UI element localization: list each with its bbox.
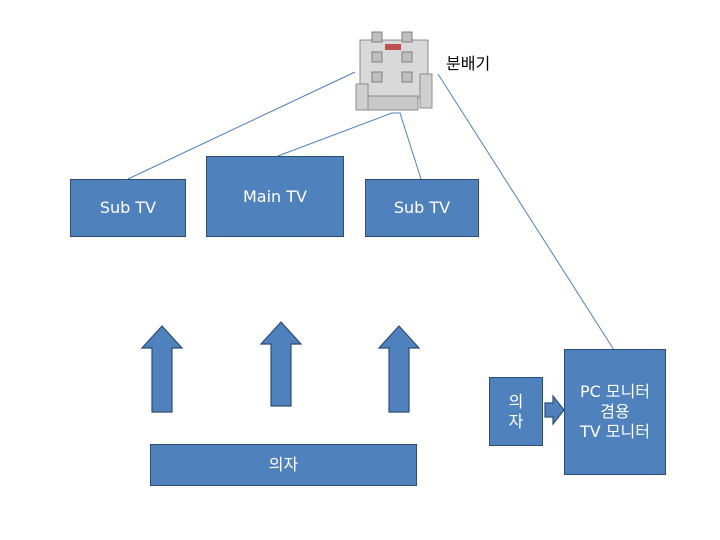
- sub-tv-left: Sub TV: [70, 179, 186, 237]
- monitor-label-line2: 겸용: [600, 402, 630, 421]
- cable-to-sub-tv-left: [127, 71, 356, 180]
- main-tv-label: Main TV: [243, 187, 307, 206]
- chair-side-label-line1: 의: [508, 391, 524, 411]
- sub-tv-left-label: Sub TV: [99, 198, 157, 217]
- arrow-up-center-icon: [259, 321, 303, 407]
- chair-main-label: 의자: [268, 455, 299, 474]
- splitter-label: 분배기: [446, 54, 491, 73]
- sub-tv-right-label: Sub TV: [393, 198, 451, 217]
- main-tv: Main TV: [206, 156, 344, 237]
- arrow-right-icon: [544, 394, 565, 426]
- cable-to-main-tv: [277, 112, 393, 157]
- chair-side-label-line2: 자: [508, 411, 524, 431]
- view-arrows: [140, 321, 565, 426]
- monitor-label-line1: PC 모니터: [579, 382, 651, 401]
- coax-splitter-icon: [355, 31, 433, 111]
- arrow-up-left-icon: [140, 325, 184, 413]
- arrow-up-right-icon: [377, 325, 421, 413]
- cable-to-monitor: [437, 73, 615, 351]
- sub-tv-right: Sub TV: [365, 179, 479, 237]
- cable-to-sub-tv-right: [392, 112, 422, 180]
- chair-side: 의 자: [489, 377, 543, 446]
- chair-main: 의자: [150, 444, 417, 486]
- cable-lines: [127, 71, 615, 351]
- monitor-label-line3: TV 모니터: [580, 422, 650, 441]
- pc-tv-monitor: PC 모니터 겸용 TV 모니터: [564, 349, 666, 475]
